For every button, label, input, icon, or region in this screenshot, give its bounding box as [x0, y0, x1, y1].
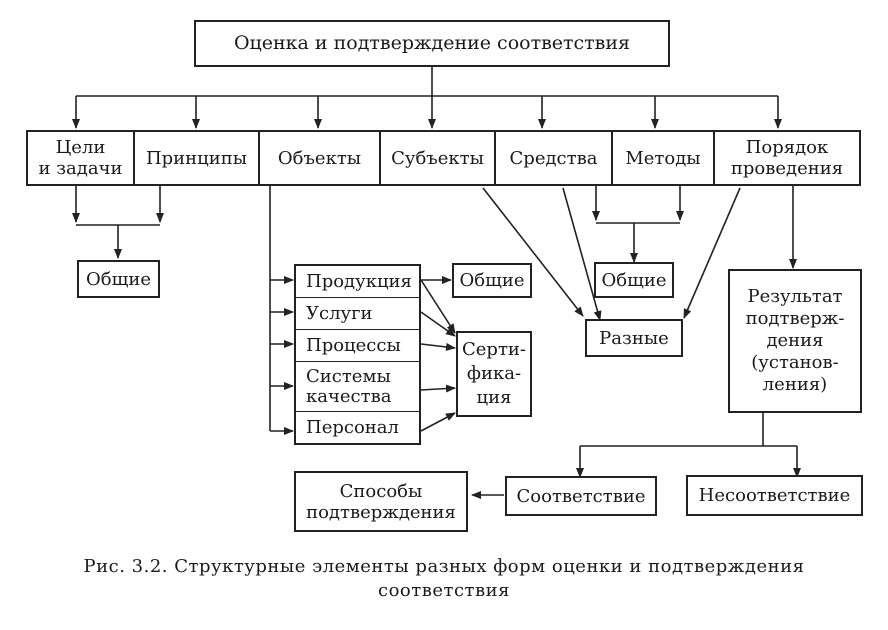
objects-general-box: Общие — [452, 263, 532, 298]
confirm-ways-line-2: подтверждения — [306, 501, 456, 523]
arrow-processes-to-certification — [420, 342, 456, 351]
result-line-4: (установ- — [751, 352, 839, 373]
object-item-services: Услуги — [296, 298, 419, 330]
methods-label: Методы — [625, 147, 701, 169]
caption-line-1: Рис. 3.2. Структурные элементы разных фо… — [83, 556, 805, 577]
arrow-personnel-to-certification — [420, 412, 456, 432]
subjects-label: Субъекты — [391, 147, 484, 169]
objects-label: Объекты — [277, 147, 362, 169]
arrow-products-to-certification — [420, 279, 456, 334]
object-item-label: Системы качества — [306, 365, 392, 407]
arrow-services-to-certification — [420, 311, 456, 337]
title-text: Оценка и подтверждение соответствия — [233, 32, 631, 54]
nonconformity-box: Несоответствие — [686, 475, 863, 516]
title-box: Оценка и подтверждение соответствия — [194, 20, 670, 67]
principles-label: Принципы — [145, 147, 248, 169]
objects-general-label: Общие — [459, 270, 525, 291]
conformity-label: Соответствие — [516, 485, 646, 507]
various-label: Разные — [599, 327, 669, 349]
object-item-quality-systems: Системы качества — [296, 362, 419, 412]
goals-line-1: Цели — [55, 137, 106, 158]
result-line-3: дения — [766, 330, 824, 351]
result-line-5: ления) — [762, 374, 828, 395]
certification-line-2: фика- — [466, 363, 522, 384]
means-label: Средства — [509, 147, 598, 169]
goals-line-2: и задачи — [38, 158, 123, 179]
figure-caption: Рис. 3.2. Структурные элементы разных фо… — [0, 556, 888, 577]
object-item-personnel: Персонал — [296, 412, 419, 443]
result-line-2: подтверж- — [745, 308, 845, 329]
object-item-label: Персонал — [306, 416, 399, 438]
arrow-quality-to-certification — [420, 384, 456, 393]
object-item-label: Процессы — [306, 334, 401, 356]
goals-general-box: Общие — [77, 260, 160, 298]
objects-box: Объекты — [258, 130, 379, 186]
caption-line-2: соответствия — [378, 580, 510, 601]
object-item-processes: Процессы — [296, 330, 419, 362]
object-item-products: Продукция — [296, 266, 419, 298]
certification-line-3: ция — [476, 387, 512, 408]
methods-general-label: Общие — [601, 269, 667, 291]
nonconformity-label: Несоответствие — [698, 485, 851, 506]
means-box: Средства — [494, 130, 611, 186]
principles-box: Принципы — [133, 130, 258, 186]
various-box: Разные — [585, 319, 683, 357]
procedure-line-1: Порядок — [745, 137, 829, 158]
result-line-1: Результат — [747, 286, 843, 307]
arrow-means-to-various — [562, 187, 602, 321]
methods-general-box: Общие — [594, 262, 674, 298]
figure-caption-continued: соответствия — [0, 580, 888, 601]
object-item-label: Услуги — [306, 302, 373, 324]
arrow-subjects-to-various — [482, 187, 584, 317]
arrow-procedure-to-various — [683, 187, 741, 319]
subjects-box: Субъекты — [379, 130, 494, 186]
procedure-line-2: проведения — [730, 158, 844, 179]
conformity-box: Соответствие — [505, 476, 657, 516]
certification-line-1: Серти- — [462, 339, 526, 360]
methods-box: Методы — [611, 130, 713, 186]
certification-box: Серти-фика-ция — [456, 331, 532, 417]
confirm-ways-line-1: Способы — [339, 480, 423, 502]
goals-general-label: Общие — [86, 268, 151, 290]
object-item-label: Продукция — [306, 270, 412, 292]
objects-list: Продукция Услуги Процессы Системы качест… — [294, 264, 421, 445]
